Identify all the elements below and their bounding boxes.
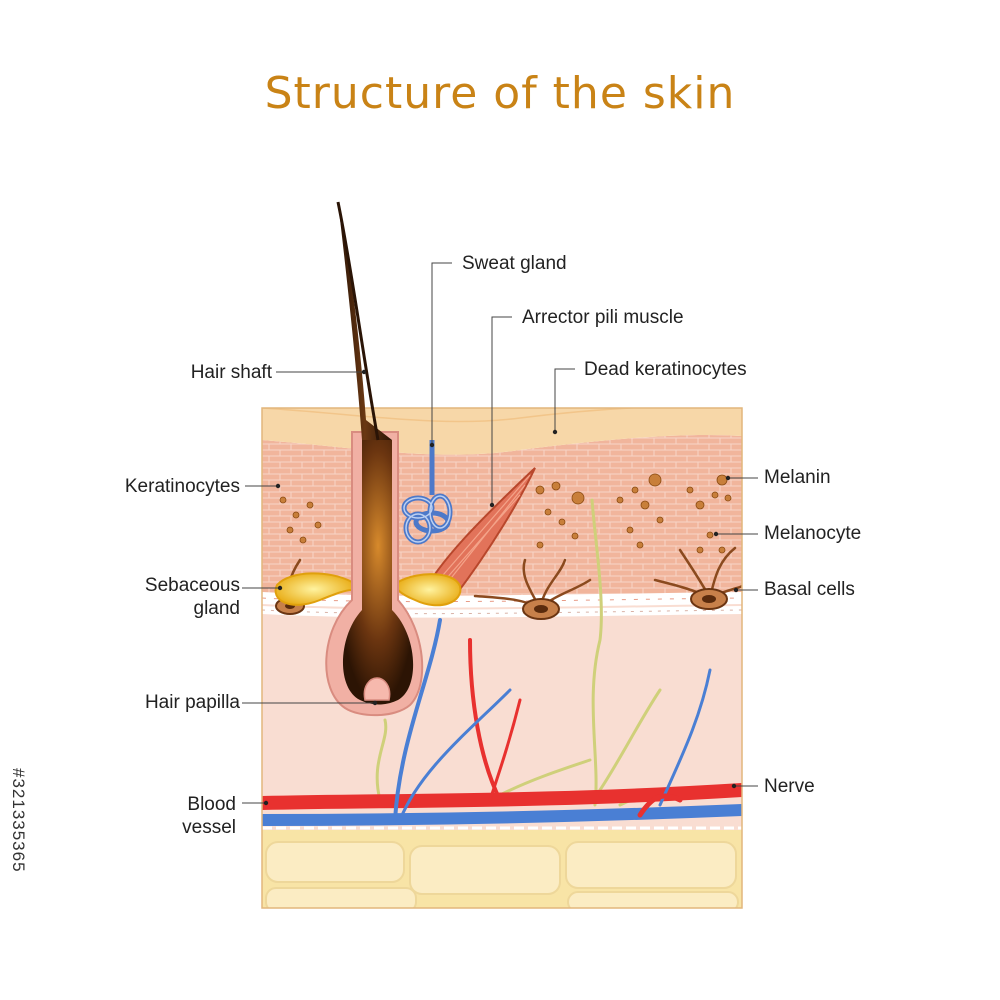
melanocyte-cells (275, 588, 728, 620)
blood-vessels (262, 618, 742, 826)
label-arrector-pili: Arrector pili muscle (522, 307, 684, 328)
label-blood-vessel-line2: vessel (182, 817, 236, 838)
label-melanocyte: Melanocyte (764, 523, 862, 544)
label-nerve: Nerve (764, 776, 815, 797)
fat-cells (265, 841, 739, 908)
sebaceous-gland-left (274, 572, 353, 606)
label-sebaceous-gland-line2: gland (193, 598, 241, 619)
label-keratinocytes: Keratinocytes (124, 476, 240, 497)
page-title: Structure of the skin (264, 68, 736, 119)
label-sebaceous-gland-line1: Sebaceous (144, 575, 240, 596)
hair-papilla-shape (363, 677, 391, 701)
sebaceous-gland-right (397, 573, 462, 607)
arrector-pili-muscle (418, 467, 536, 600)
label-sweat-gland: Sweat gland (462, 253, 567, 274)
label-hair-shaft: Hair shaft (190, 362, 272, 383)
label-melanin: Melanin (764, 467, 831, 488)
leader-dots (263, 369, 739, 806)
stock-id: #321335365 (9, 768, 28, 873)
hair-bulb (342, 440, 414, 705)
melanin-granules (279, 473, 732, 554)
label-basal-cells: Basal cells (764, 579, 855, 600)
label-hair-papilla: Hair papilla (144, 692, 240, 713)
label-blood-vessel-line1: Blood (187, 794, 236, 815)
leader-lines (242, 262, 758, 804)
label-dead-keratinocytes: Dead keratinocytes (584, 359, 747, 380)
skin-block-outline (261, 407, 743, 909)
